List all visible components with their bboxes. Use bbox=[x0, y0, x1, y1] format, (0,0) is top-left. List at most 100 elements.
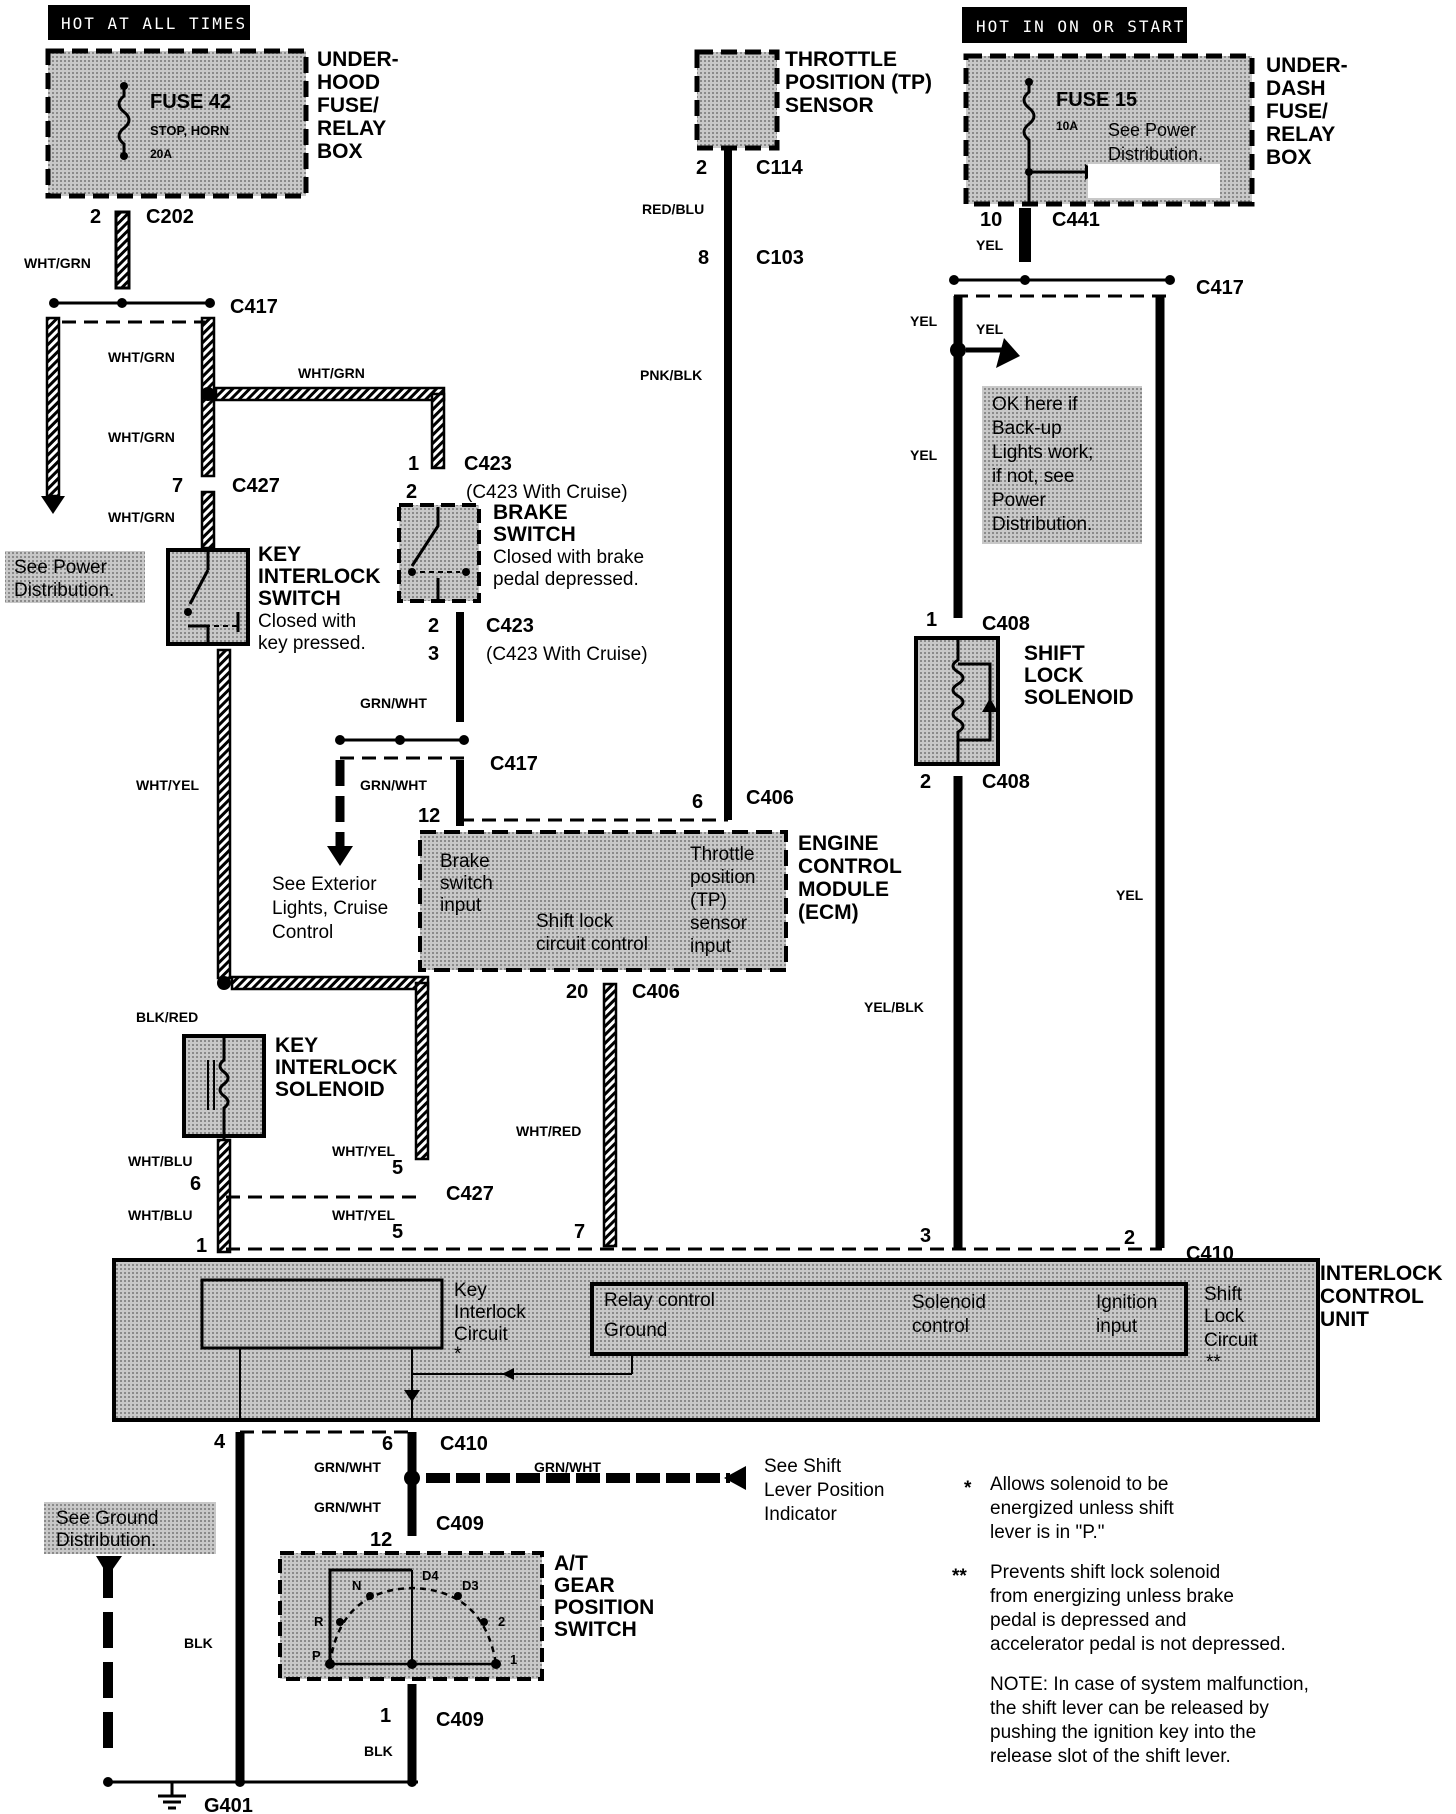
svg-text:5: 5 bbox=[392, 1157, 403, 1179]
svg-text:THROTTLE: THROTTLE bbox=[785, 48, 897, 71]
gear-positions: P R N D4 D3 2 1 bbox=[312, 1568, 517, 1667]
shift-solenoid-coil-icon bbox=[951, 640, 965, 762]
see-power-dist-box bbox=[5, 551, 145, 603]
svg-text:Throttle: Throttle bbox=[690, 844, 754, 865]
svg-text:BRAKE: BRAKE bbox=[493, 501, 568, 524]
svg-text:6: 6 bbox=[692, 791, 703, 813]
svg-text:YEL: YEL bbox=[976, 321, 1004, 337]
hot-on-start-banner bbox=[962, 7, 1187, 43]
backup-note-box bbox=[982, 386, 1142, 544]
svg-text:NOTE: In case of system malfun: NOTE: In case of system malfunction, bbox=[990, 1674, 1309, 1695]
svg-text:KEY: KEY bbox=[258, 543, 301, 566]
svg-text:YEL: YEL bbox=[1116, 887, 1144, 903]
see-shift-indicator-1[interactable]: See Shift bbox=[764, 1456, 842, 1477]
svg-text:*: * bbox=[964, 1478, 972, 1499]
svg-text:1: 1 bbox=[196, 1235, 207, 1257]
svg-text:WHT/YEL: WHT/YEL bbox=[136, 777, 199, 793]
hot-all-times-label: HOT AT ALL TIMES bbox=[61, 14, 247, 33]
svg-text:10: 10 bbox=[980, 209, 1002, 231]
svg-text:SWITCH: SWITCH bbox=[258, 587, 341, 610]
svg-text:3: 3 bbox=[428, 643, 439, 665]
svg-text:Allows solenoid to be: Allows solenoid to be bbox=[990, 1474, 1169, 1495]
svg-text:GRN/WHT: GRN/WHT bbox=[360, 777, 427, 793]
svg-text:(C423 With Cruise): (C423 With Cruise) bbox=[466, 482, 628, 503]
svg-text:WHT/YEL: WHT/YEL bbox=[332, 1143, 395, 1159]
see-exterior-1[interactable]: See Exterior bbox=[272, 874, 377, 895]
svg-text:if not, see: if not, see bbox=[992, 466, 1074, 487]
see-ground-dist-1[interactable]: See Ground bbox=[56, 1508, 158, 1529]
svg-text:Shift: Shift bbox=[1204, 1284, 1243, 1305]
see-shift-indicator-3[interactable]: Indicator bbox=[764, 1504, 838, 1525]
svg-text:20: 20 bbox=[566, 981, 588, 1003]
ecm-labels: Brake switch input Shift lock circuit co… bbox=[440, 844, 756, 957]
svg-text:C427: C427 bbox=[232, 475, 280, 497]
svg-text:BLK/RED: BLK/RED bbox=[136, 1009, 198, 1025]
svg-text:PNK/BLK: PNK/BLK bbox=[640, 367, 702, 383]
svg-text:pushing the ignition key into: pushing the ignition key into the bbox=[990, 1722, 1256, 1743]
svg-text:OK here if: OK here if bbox=[992, 394, 1078, 415]
see-exterior-2[interactable]: Lights, Cruise bbox=[272, 898, 388, 919]
svg-text:WHT/BLU: WHT/BLU bbox=[128, 1153, 193, 1169]
svg-text:input: input bbox=[1096, 1316, 1138, 1337]
see-power-dist-2[interactable]: Distribution. bbox=[14, 580, 114, 601]
svg-text:C408: C408 bbox=[982, 771, 1030, 793]
key-solenoid-title: KEY INTERLOCK SOLENOID bbox=[275, 1034, 398, 1101]
svg-text:RELAY: RELAY bbox=[317, 117, 386, 140]
svg-text:6: 6 bbox=[190, 1173, 201, 1195]
gear-switch-title: A/T GEAR POSITION SWITCH bbox=[554, 1552, 654, 1641]
svg-text:**: ** bbox=[952, 1566, 967, 1587]
brake-switch-contact-icon bbox=[410, 507, 440, 600]
key-switch-title: KEY INTERLOCK SWITCH bbox=[258, 543, 381, 610]
svg-text:input: input bbox=[440, 895, 482, 916]
svg-text:C410: C410 bbox=[440, 1433, 488, 1455]
see-exterior-3[interactable]: Control bbox=[272, 922, 333, 943]
brake-switch-title: BRAKE SWITCH bbox=[493, 501, 576, 546]
svg-text:pedal is depressed and: pedal is depressed and bbox=[990, 1610, 1186, 1631]
svg-text:2: 2 bbox=[90, 206, 101, 228]
svg-text:SOLENOID: SOLENOID bbox=[275, 1078, 385, 1101]
fuse-15-icon bbox=[1022, 82, 1036, 152]
fuse-15-note-2: Distribution. bbox=[1108, 144, 1203, 164]
svg-text:SWITCH: SWITCH bbox=[554, 1618, 637, 1641]
svg-text:P: P bbox=[312, 1648, 321, 1663]
svg-text:C409: C409 bbox=[436, 1513, 484, 1535]
svg-text:Brake: Brake bbox=[440, 851, 490, 872]
svg-text:Power: Power bbox=[992, 490, 1047, 511]
underdash-title: UNDER- DASH FUSE/ RELAY BOX bbox=[1266, 54, 1348, 169]
svg-text:5: 5 bbox=[392, 1221, 403, 1243]
svg-text:2: 2 bbox=[920, 771, 931, 793]
svg-text:(C423 With Cruise): (C423 With Cruise) bbox=[486, 644, 648, 665]
svg-text:C417: C417 bbox=[490, 753, 538, 775]
svg-text:Circuit: Circuit bbox=[1204, 1330, 1259, 1351]
fuse-42-icon bbox=[117, 86, 131, 156]
svg-text:(ECM): (ECM) bbox=[798, 901, 859, 924]
brake-switch-desc-2: pedal depressed. bbox=[493, 569, 639, 590]
svg-text:INTERLOCK: INTERLOCK bbox=[275, 1056, 398, 1079]
svg-text:ENGINE: ENGINE bbox=[798, 832, 879, 855]
underhood-title: UNDER- HOOD FUSE/ RELAY BOX bbox=[317, 48, 399, 163]
wire-yel-c441 bbox=[1019, 208, 1031, 262]
svg-text:7: 7 bbox=[172, 475, 183, 497]
svg-text:C409: C409 bbox=[436, 1709, 484, 1731]
see-ground-dist-2[interactable]: Distribution. bbox=[56, 1530, 156, 1551]
see-shift-indicator-2[interactable]: Lever Position bbox=[764, 1480, 884, 1501]
svg-text:WHT/YEL: WHT/YEL bbox=[332, 1207, 395, 1223]
svg-text:SENSOR: SENSOR bbox=[785, 94, 874, 117]
pin-numbers: 2 7 1 2 2 3 12 2 8 6 20 10 1 2 6 5 5 1 7… bbox=[90, 157, 1135, 1727]
ecm-box bbox=[418, 830, 788, 972]
brake-switch-desc-1: Closed with brake bbox=[493, 547, 644, 568]
svg-text:C441: C441 bbox=[1052, 209, 1100, 231]
svg-text:UNDER-: UNDER- bbox=[1266, 54, 1348, 77]
svg-text:D4: D4 bbox=[422, 1568, 439, 1583]
svg-text:LOCK: LOCK bbox=[1024, 664, 1084, 687]
svg-text:switch: switch bbox=[440, 873, 493, 894]
svg-text:KEY: KEY bbox=[275, 1034, 318, 1057]
svg-text:HOOD: HOOD bbox=[317, 71, 380, 94]
icu-labels: Key Interlock Circuit * Relay control Gr… bbox=[454, 1280, 1259, 1373]
see-power-dist-1[interactable]: See Power bbox=[14, 557, 108, 578]
svg-text:INTERLOCK: INTERLOCK bbox=[1320, 1262, 1443, 1285]
svg-text:4: 4 bbox=[214, 1431, 226, 1453]
svg-text:RED/BLU: RED/BLU bbox=[642, 201, 704, 217]
